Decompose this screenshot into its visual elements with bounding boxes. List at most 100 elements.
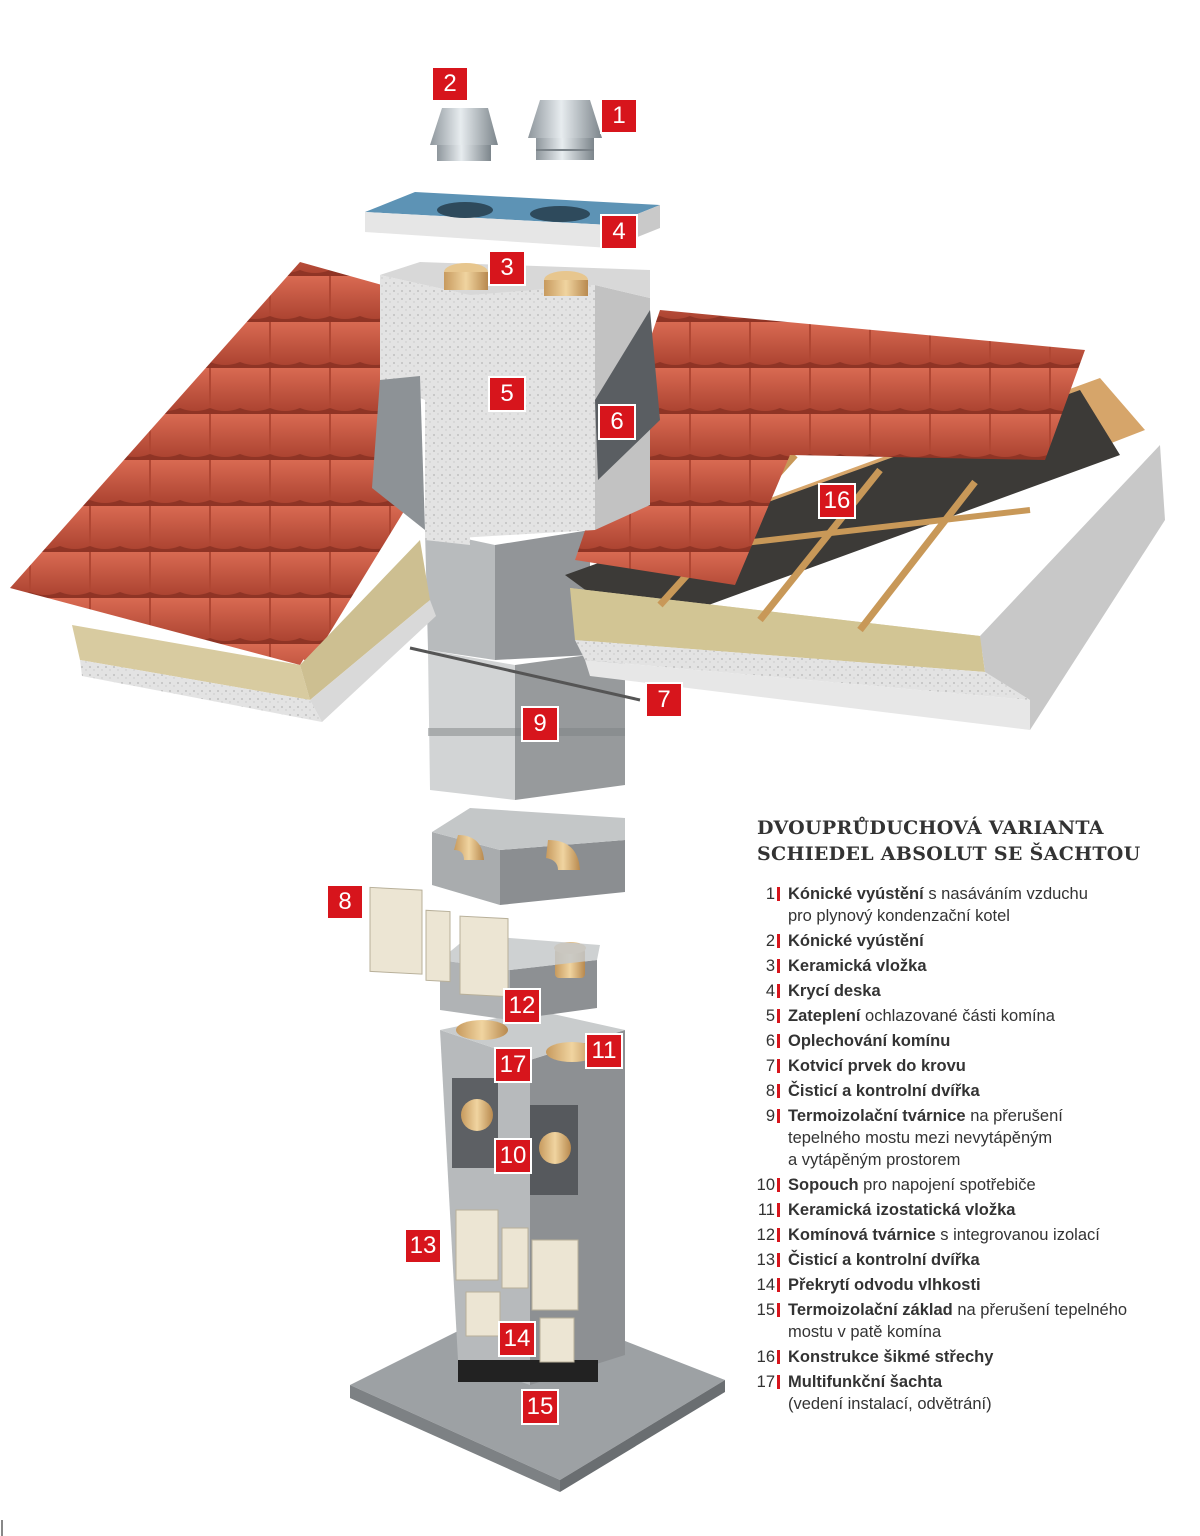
legend-item-name: Sopouch <box>788 1176 859 1194</box>
cleaning-door-mid <box>501 1227 529 1289</box>
legend-item-name: Termoizolační základ <box>788 1301 953 1319</box>
legend-separator <box>777 1303 780 1317</box>
right-roof-eps <box>575 640 1030 700</box>
door-8-left <box>369 886 423 975</box>
legend-item-number: 1 <box>765 885 775 903</box>
legend-item-number: 11 <box>757 1201 775 1219</box>
legend-item-desc-2: tepelného mostu mezi nevytápěným <box>788 1129 1053 1147</box>
legend-title: DVOUPRŮDUCHOVÁ VARIANTA SCHIEDEL ABSOLUT… <box>757 815 1177 867</box>
door-8-right <box>459 915 509 998</box>
right-roof-ceiling <box>585 660 1030 730</box>
legend-item: 10 Sopouch pro napojení spotřebiče <box>757 1174 1177 1196</box>
legend-item-name: Čisticí a kontrolní dvířka <box>788 1251 980 1269</box>
legend-item-name: Keramická izostatická vložka <box>788 1201 1016 1219</box>
legend-item-number: 14 <box>756 1276 775 1294</box>
legend-item: 6 Oplechování komínu <box>757 1030 1177 1052</box>
cover-hole-right <box>530 206 590 222</box>
legend-item-desc: na přerušení tepelného <box>957 1301 1128 1319</box>
foundation-slab-edge <box>350 1385 560 1492</box>
badge-1: 1 <box>600 98 638 134</box>
badge-11: 11 <box>585 1033 623 1069</box>
legend-item-desc: pro napojení spotřebiče <box>863 1176 1036 1194</box>
right-roof-tiles <box>575 310 1085 585</box>
legend-item-desc-2: (vedení instalací, odvětrání) <box>788 1395 992 1413</box>
liner-top-right-body <box>544 280 588 296</box>
legend-item-name: Komínová tvárnice <box>788 1226 936 1244</box>
chimney-lower-side <box>495 530 590 660</box>
legend-item-desc: ochlazované části komína <box>865 1007 1055 1025</box>
badge-8: 8 <box>326 884 364 920</box>
legend-separator <box>777 1253 780 1267</box>
legend-item-number: 5 <box>765 1007 775 1025</box>
legend-item: 14 Překrytí odvodu vlhkosti <box>757 1274 1177 1296</box>
badge-15: 15 <box>521 1389 559 1425</box>
moisture-cover-right <box>539 1317 575 1363</box>
legend-item-name: Keramická vložka <box>788 957 927 975</box>
flashing-left <box>372 376 425 530</box>
legend-item: 4 Krycí deska <box>757 980 1177 1002</box>
liner-elbow-right <box>546 840 580 870</box>
right-roof-side-layers <box>980 445 1165 730</box>
flue-pipe-left <box>461 1099 493 1131</box>
moisture-cover-left <box>465 1291 501 1337</box>
legend-item: 15 Termoizolační základ na přerušení tep… <box>757 1299 1177 1343</box>
legend-item: 17 Multifunkční šachta (vedení instalací… <box>757 1371 1177 1415</box>
badge-4: 4 <box>600 214 638 250</box>
legend-separator <box>777 1228 780 1242</box>
batten-3 <box>857 479 978 633</box>
legend-title-line-1: DVOUPRŮDUCHOVÁ VARIANTA <box>757 817 1104 839</box>
thermo-block-front <box>428 650 515 800</box>
legend-item-name: Krycí deska <box>788 982 881 1000</box>
flue-pipe-right <box>539 1132 571 1164</box>
badge-9: 9 <box>521 706 559 742</box>
left-roof-ceiling-edge <box>310 600 436 722</box>
legend-separator <box>777 887 780 901</box>
legend-item: 11 Keramická izostatická vložka <box>757 1199 1177 1221</box>
legend-item: 9 Termoizolační tvárnice na přerušení te… <box>757 1105 1177 1171</box>
badge-10: 10 <box>494 1138 532 1174</box>
legend-item-number: 3 <box>765 957 775 975</box>
badge-6: 6 <box>598 404 636 440</box>
badge-5: 5 <box>488 376 526 412</box>
legend-item-name: Kotvicí prvek do krovu <box>788 1057 966 1075</box>
legend-item: 7 Kotvicí prvek do krovu <box>757 1055 1177 1077</box>
legend-item: 5 Zateplení ochlazované části komína <box>757 1005 1177 1027</box>
thermo-block-side <box>515 650 625 800</box>
exploded-block-side <box>500 840 625 905</box>
legend-separator <box>777 1034 780 1048</box>
cover-hole-left <box>437 202 493 218</box>
legend-item-number: 13 <box>756 1251 775 1269</box>
legend-item-desc: na přerušení <box>970 1107 1063 1125</box>
legend-item-number: 10 <box>756 1176 775 1194</box>
legend-item: 1 Kónické vyústění s nasáváním vzduchu p… <box>757 883 1177 927</box>
badge-3: 3 <box>488 250 526 286</box>
cleaning-door-right <box>531 1239 579 1311</box>
left-roof-ridge-flap <box>200 470 420 665</box>
left-roof-insulation <box>72 625 310 700</box>
anchor-rod <box>409 646 641 702</box>
legend-item-number: 7 <box>765 1057 775 1075</box>
badge-2: 2 <box>431 66 469 102</box>
legend-item-name: Čisticí a kontrolní dvířka <box>788 1082 980 1100</box>
left-roof-insulation-edge <box>300 540 430 700</box>
legend-item-name: Termoizolační tvárnice <box>788 1107 966 1125</box>
legend-item-desc-2: mostu v patě komína <box>788 1323 942 1341</box>
legend-item-number: 2 <box>765 932 775 950</box>
left-roof-ceiling <box>80 660 322 722</box>
legend-item: 2 Kónické vyústění <box>757 930 1177 952</box>
badge-14: 14 <box>498 1321 536 1357</box>
legend-item-number: 12 <box>756 1226 775 1244</box>
legend-item: 8 Čisticí a kontrolní dvířka <box>757 1080 1177 1102</box>
liner-opening-left <box>456 1020 508 1040</box>
legend-separator <box>777 1375 780 1389</box>
legend-item: 16 Konstrukce šikmé střechy <box>757 1346 1177 1368</box>
legend-item-name: Zateplení <box>788 1007 861 1025</box>
legend-item-number: 16 <box>756 1348 775 1366</box>
legend-separator <box>777 1350 780 1364</box>
conical-cap-2 <box>430 108 498 145</box>
badge-13: 13 <box>404 1228 442 1264</box>
legend-item-desc-3: a vytápěným prostorem <box>788 1151 961 1169</box>
door-8-mid <box>425 909 451 983</box>
cover-slab-front <box>365 212 610 248</box>
